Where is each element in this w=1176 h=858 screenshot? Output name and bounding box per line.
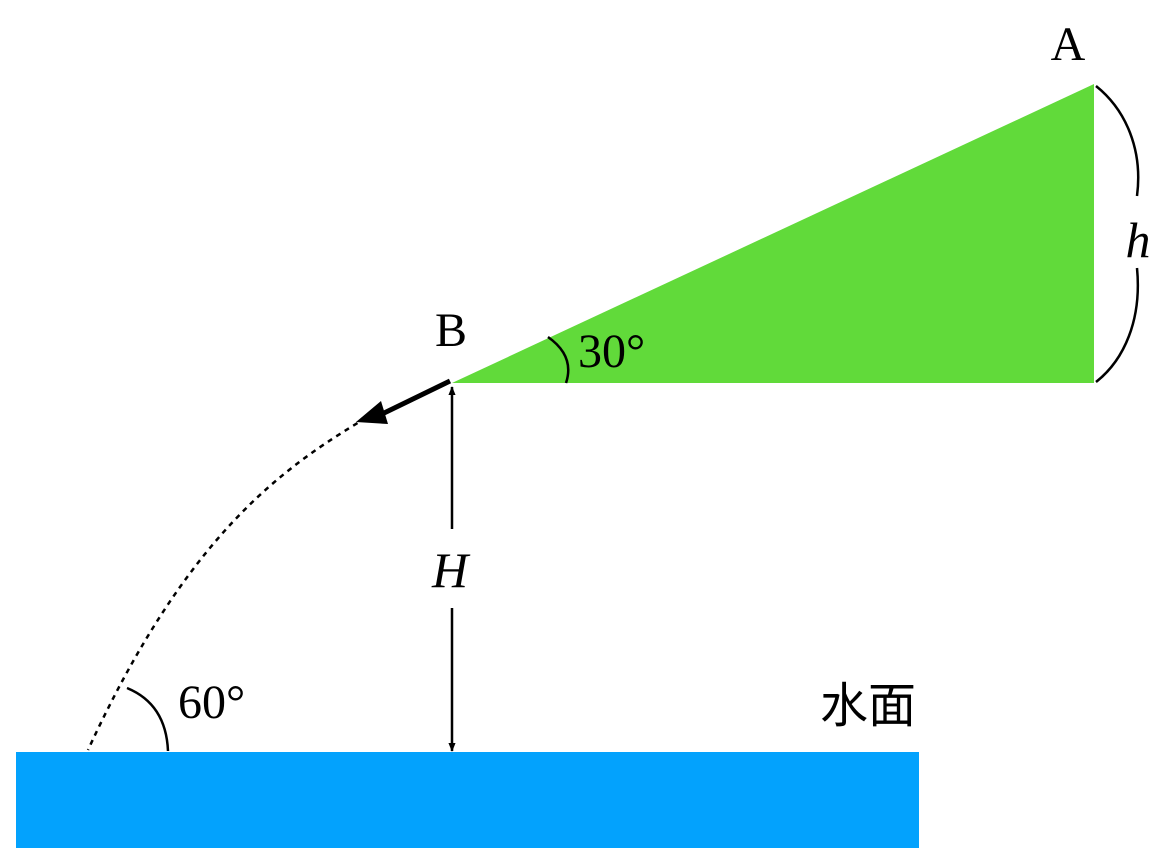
slope-triangle <box>452 84 1094 383</box>
point-b-label: B <box>435 304 467 357</box>
slope-angle-arc <box>547 335 570 384</box>
velocity-arrow-head <box>356 401 388 424</box>
height-h-label: h <box>1126 212 1151 268</box>
slope-angle-label: 30° <box>578 325 645 378</box>
height-h-bracket-lower <box>1095 267 1140 383</box>
entry-angle-label: 60° <box>178 676 245 729</box>
water-surface-label: 水面 <box>820 678 916 734</box>
point-a-label: A <box>1051 18 1086 71</box>
entry-angle-arc <box>126 686 170 752</box>
water-surface-block <box>16 752 919 848</box>
height-big-h-label: H <box>431 542 471 598</box>
projectile-trajectory <box>86 416 367 751</box>
velocity-arrow-shaft <box>380 378 452 417</box>
height-h-bracket-upper <box>1095 85 1140 197</box>
